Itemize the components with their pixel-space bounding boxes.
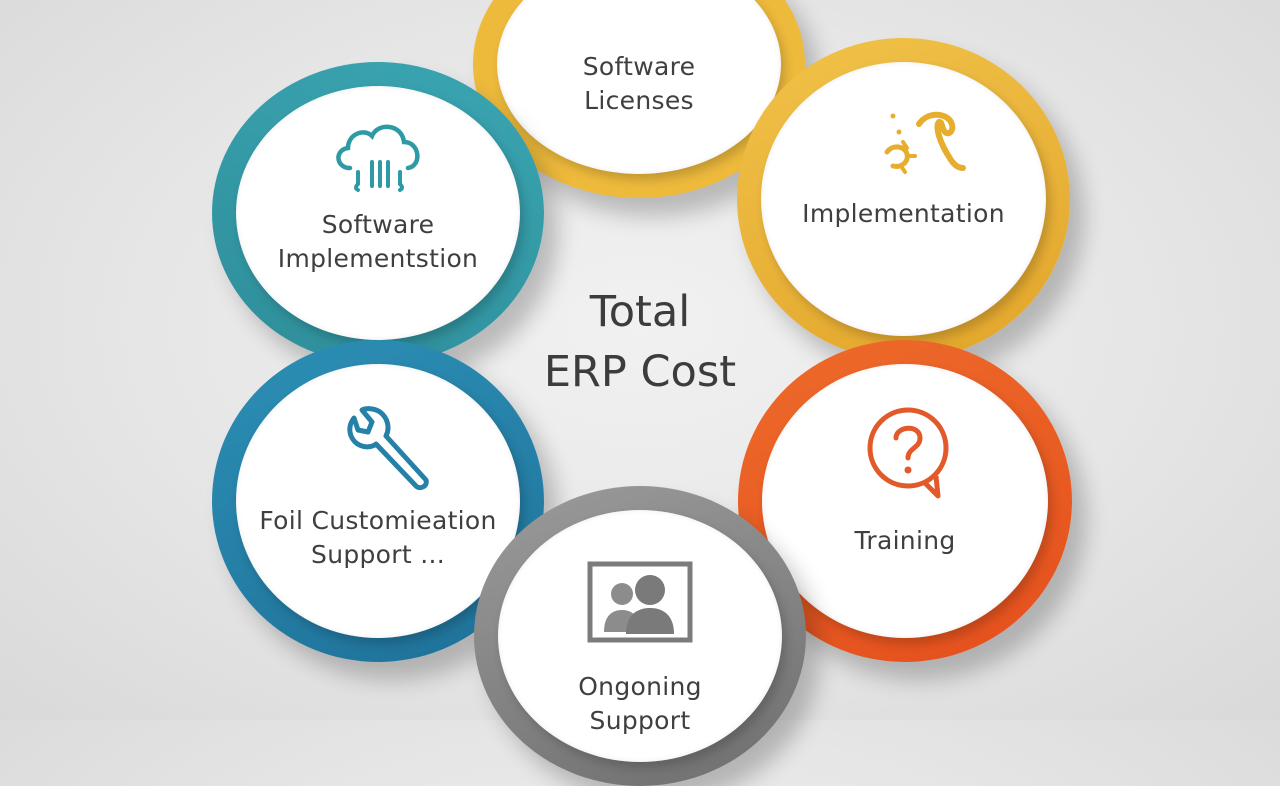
node-ongoing-support-disc: Ongoning Support [498, 510, 782, 762]
node-label-line1: Ongoning [578, 672, 702, 701]
node-label-line1: Software [582, 52, 696, 81]
node-label-line2: Licenses [584, 86, 694, 115]
node-customization-support-disc: Foil Customieation Support ... [236, 364, 520, 638]
wrench-icon [347, 406, 429, 491]
node-implementation-disc: Implementation [761, 62, 1046, 336]
node-implementation: Implementation [737, 38, 1070, 360]
node-label-line1: Foil Customieation [259, 506, 497, 535]
center-title-line1: Total [589, 287, 691, 337]
node-software-implementation-label: Software Implementstion [236, 208, 520, 276]
node-label-line1: Training [854, 526, 956, 555]
node-label-line2: Support [589, 706, 691, 735]
node-training-label: Training [762, 524, 1048, 558]
node-software-implementation-disc: Software Implementstion [236, 86, 520, 340]
node-label-line2: Implementstion [277, 244, 479, 273]
node-training-disc: Training [762, 364, 1048, 638]
node-customization-support-label: Foil Customieation Support ... [236, 504, 520, 572]
node-ongoing-support-label: Ongoning Support [498, 670, 782, 738]
question-bubble-icon [867, 407, 949, 499]
node-label-line1: Implementation [802, 199, 1005, 228]
center-title-line2: ERP Cost [543, 347, 737, 397]
node-software-implementation: Software Implementstion [212, 62, 544, 364]
node-implementation-label: Implementation [761, 197, 1046, 231]
node-software-licenses-disc: Software Licenses [497, 0, 781, 174]
node-software-licenses-label: Software Licenses [497, 50, 781, 118]
node-ongoing-support: Ongoning Support [474, 486, 806, 786]
node-label-line2: Support ... [311, 540, 445, 569]
tools-icon [884, 111, 966, 174]
cloud-icon [336, 124, 420, 192]
users-screen-icon [587, 561, 693, 643]
node-label-line1: Software [321, 210, 435, 239]
center-title: Total ERP Cost [500, 282, 780, 402]
